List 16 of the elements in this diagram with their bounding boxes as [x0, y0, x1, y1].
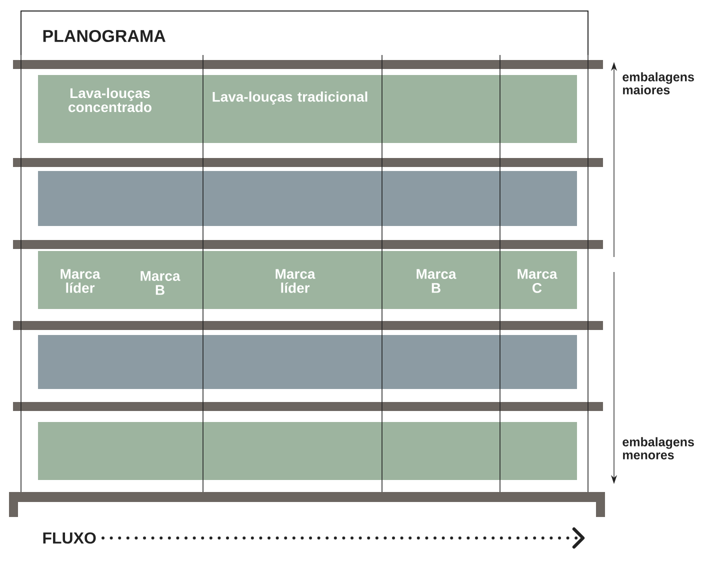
- side-label: embalagens maiores: [622, 72, 694, 94]
- band-label: Marca B: [140, 271, 180, 295]
- product-band: [38, 251, 577, 309]
- product-band: [38, 75, 577, 143]
- band-label: Marca líder: [60, 269, 100, 293]
- band-label: Lava-louças concentrado: [68, 88, 152, 112]
- product-band: [38, 171, 577, 226]
- flow-label: FLUXO: [43, 532, 96, 544]
- band-label: Marca C: [518, 269, 558, 293]
- band-label: Lava-louças tradicional: [212, 91, 368, 105]
- band-label: Marca líder: [276, 269, 316, 293]
- band-label: Marca B: [416, 269, 456, 293]
- title: PLANOGRAMA: [43, 30, 166, 42]
- side-label: embalagens menores: [622, 437, 694, 460]
- product-band: [38, 335, 577, 389]
- product-band: [38, 422, 577, 480]
